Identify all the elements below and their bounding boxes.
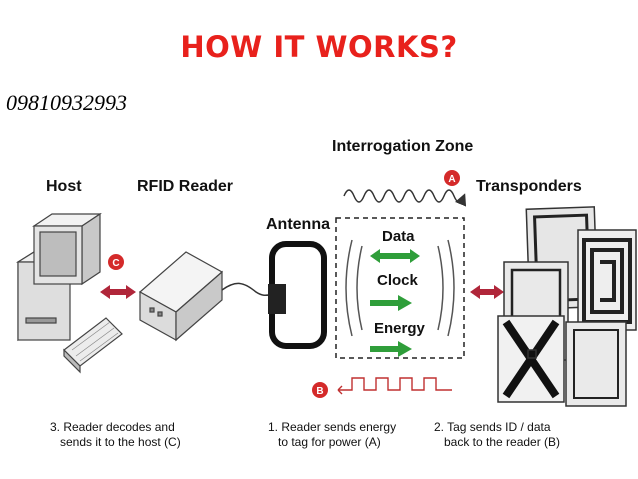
svg-text:A: A <box>448 174 455 185</box>
reader-label: RFID Reader <box>137 178 234 195</box>
svg-text:B: B <box>316 386 323 397</box>
step-2-line1: 2. Tag sends ID / data <box>434 420 551 434</box>
field-waves-left <box>345 239 363 337</box>
antenna-icon <box>268 241 327 349</box>
antenna-label: Antenna <box>266 216 330 233</box>
step-2-line2: back to the reader (B) <box>444 435 561 449</box>
step-3-line2: sends it to the host (C) <box>60 435 181 449</box>
field-waves-right <box>437 239 455 337</box>
transponders-label: Transponders <box>476 178 582 195</box>
marker-b-icon: B <box>312 382 328 398</box>
step-1-text: 1. Reader sends energy to tag for power … <box>268 420 396 450</box>
step-3-text: 3. Reader decodes and sends it to the ho… <box>50 420 181 450</box>
energy-flow-label: Energy <box>374 320 425 337</box>
energy-wave <box>343 189 467 207</box>
marker-a-icon: A <box>444 170 460 186</box>
host-computer-icon <box>15 212 123 374</box>
slide-title: HOW IT WORKS? <box>180 30 458 64</box>
zone-label: Interrogation Zone <box>332 138 474 155</box>
svg-text:C: C <box>112 258 119 269</box>
transponder-tags-icon <box>497 206 637 407</box>
step-1-line1: 1. Reader sends energy <box>268 420 397 434</box>
host-label: Host <box>46 178 82 195</box>
marker-c-icon: C <box>108 254 124 270</box>
data-flow-label: Data <box>382 228 415 245</box>
step-2-text: 2. Tag sends ID / data back to the reade… <box>434 420 560 450</box>
host-reader-arrow <box>100 285 136 299</box>
clock-flow-label: Clock <box>377 272 418 289</box>
clock-arrow <box>370 295 412 311</box>
data-square-wave <box>337 377 452 395</box>
rfid-reader-icon <box>138 251 224 342</box>
energy-arrow <box>370 341 412 357</box>
step-1-line2: to tag for power (A) <box>278 435 381 449</box>
zone-transponder-arrow <box>470 285 504 299</box>
step-3-line1: 3. Reader decodes and <box>50 420 175 434</box>
data-arrow <box>370 249 420 263</box>
phone-number: 09810932993 <box>6 90 127 115</box>
antenna-cable <box>221 282 273 297</box>
interrogation-zone-box <box>335 217 465 359</box>
